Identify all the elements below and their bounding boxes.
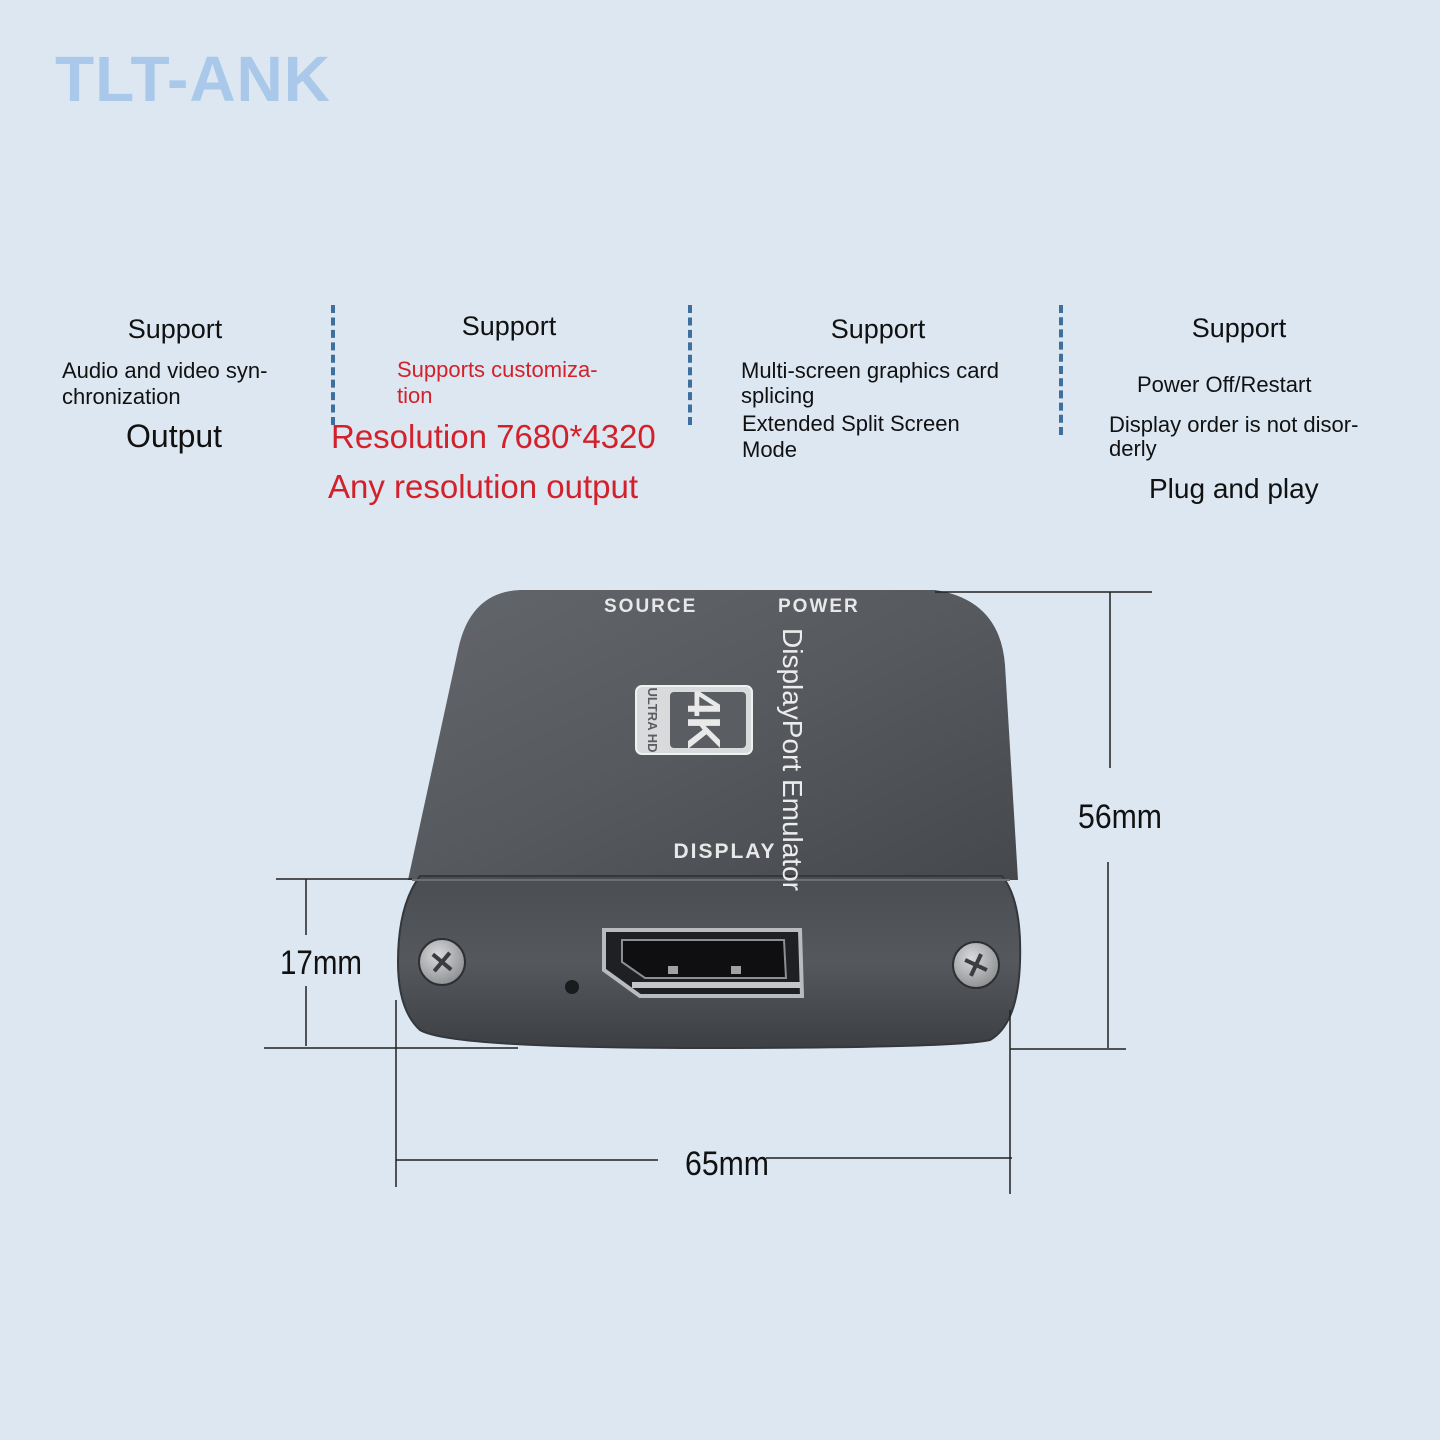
displayport-icon <box>602 928 805 998</box>
feature-1-title: Support <box>127 314 223 344</box>
screw-icon <box>418 938 466 986</box>
screw-icon <box>952 941 1000 989</box>
feature-3-line-4: Mode <box>742 437 798 462</box>
dimension-lines <box>264 591 1152 1194</box>
feature-divider <box>688 305 692 425</box>
led-hole-icon <box>565 980 579 994</box>
feature-2-big-2: Any resolution output <box>328 468 639 505</box>
feature-4-title: Support <box>1191 313 1287 343</box>
feature-4-line-2: Display order is not disor- <box>1109 412 1359 437</box>
feature-4-line-1: Power Off/Restart <box>1137 372 1312 397</box>
feature-divider <box>331 305 335 425</box>
feature-1-line-2: chronization <box>62 384 181 409</box>
dimension-depth-label: 56mm <box>1078 798 1162 836</box>
feature-2-line-1: Supports customiza- <box>397 357 598 382</box>
power-label: POWER <box>778 596 860 617</box>
feature-divider <box>1059 305 1063 435</box>
feature-3-line-2: splicing <box>741 383 815 408</box>
feature-4-big-1: Plug and play <box>1149 473 1319 504</box>
4k-badge: 4K ULTRA HD <box>635 685 753 755</box>
feature-3-line-1: Multi-screen graphics card <box>741 358 999 383</box>
feature-2-line-2: tion <box>397 383 433 408</box>
feature-2-title: Support <box>461 311 557 341</box>
dimension-width-label: 65mm <box>685 1145 769 1183</box>
product-name-label: DisplayPort Emulator <box>777 628 808 891</box>
feature-1-line-1: Audio and video syn- <box>62 358 268 383</box>
brand-logo: TLT-ANK <box>55 43 331 115</box>
source-label: SOURCE <box>604 596 697 617</box>
feature-1-big-1: Output <box>126 418 223 454</box>
display-label: DISPLAY <box>673 840 776 863</box>
badge-ultrahd-text: ULTRA HD <box>645 688 660 753</box>
badge-4k-text: 4K <box>678 691 730 750</box>
feature-3-title: Support <box>830 314 926 344</box>
dimension-height-label: 17mm <box>280 944 362 982</box>
feature-3-line-3: Extended Split Screen <box>742 411 960 436</box>
feature-4-line-3: derly <box>1109 436 1157 461</box>
feature-2-big-1: Resolution 7680*4320 <box>331 418 656 455</box>
